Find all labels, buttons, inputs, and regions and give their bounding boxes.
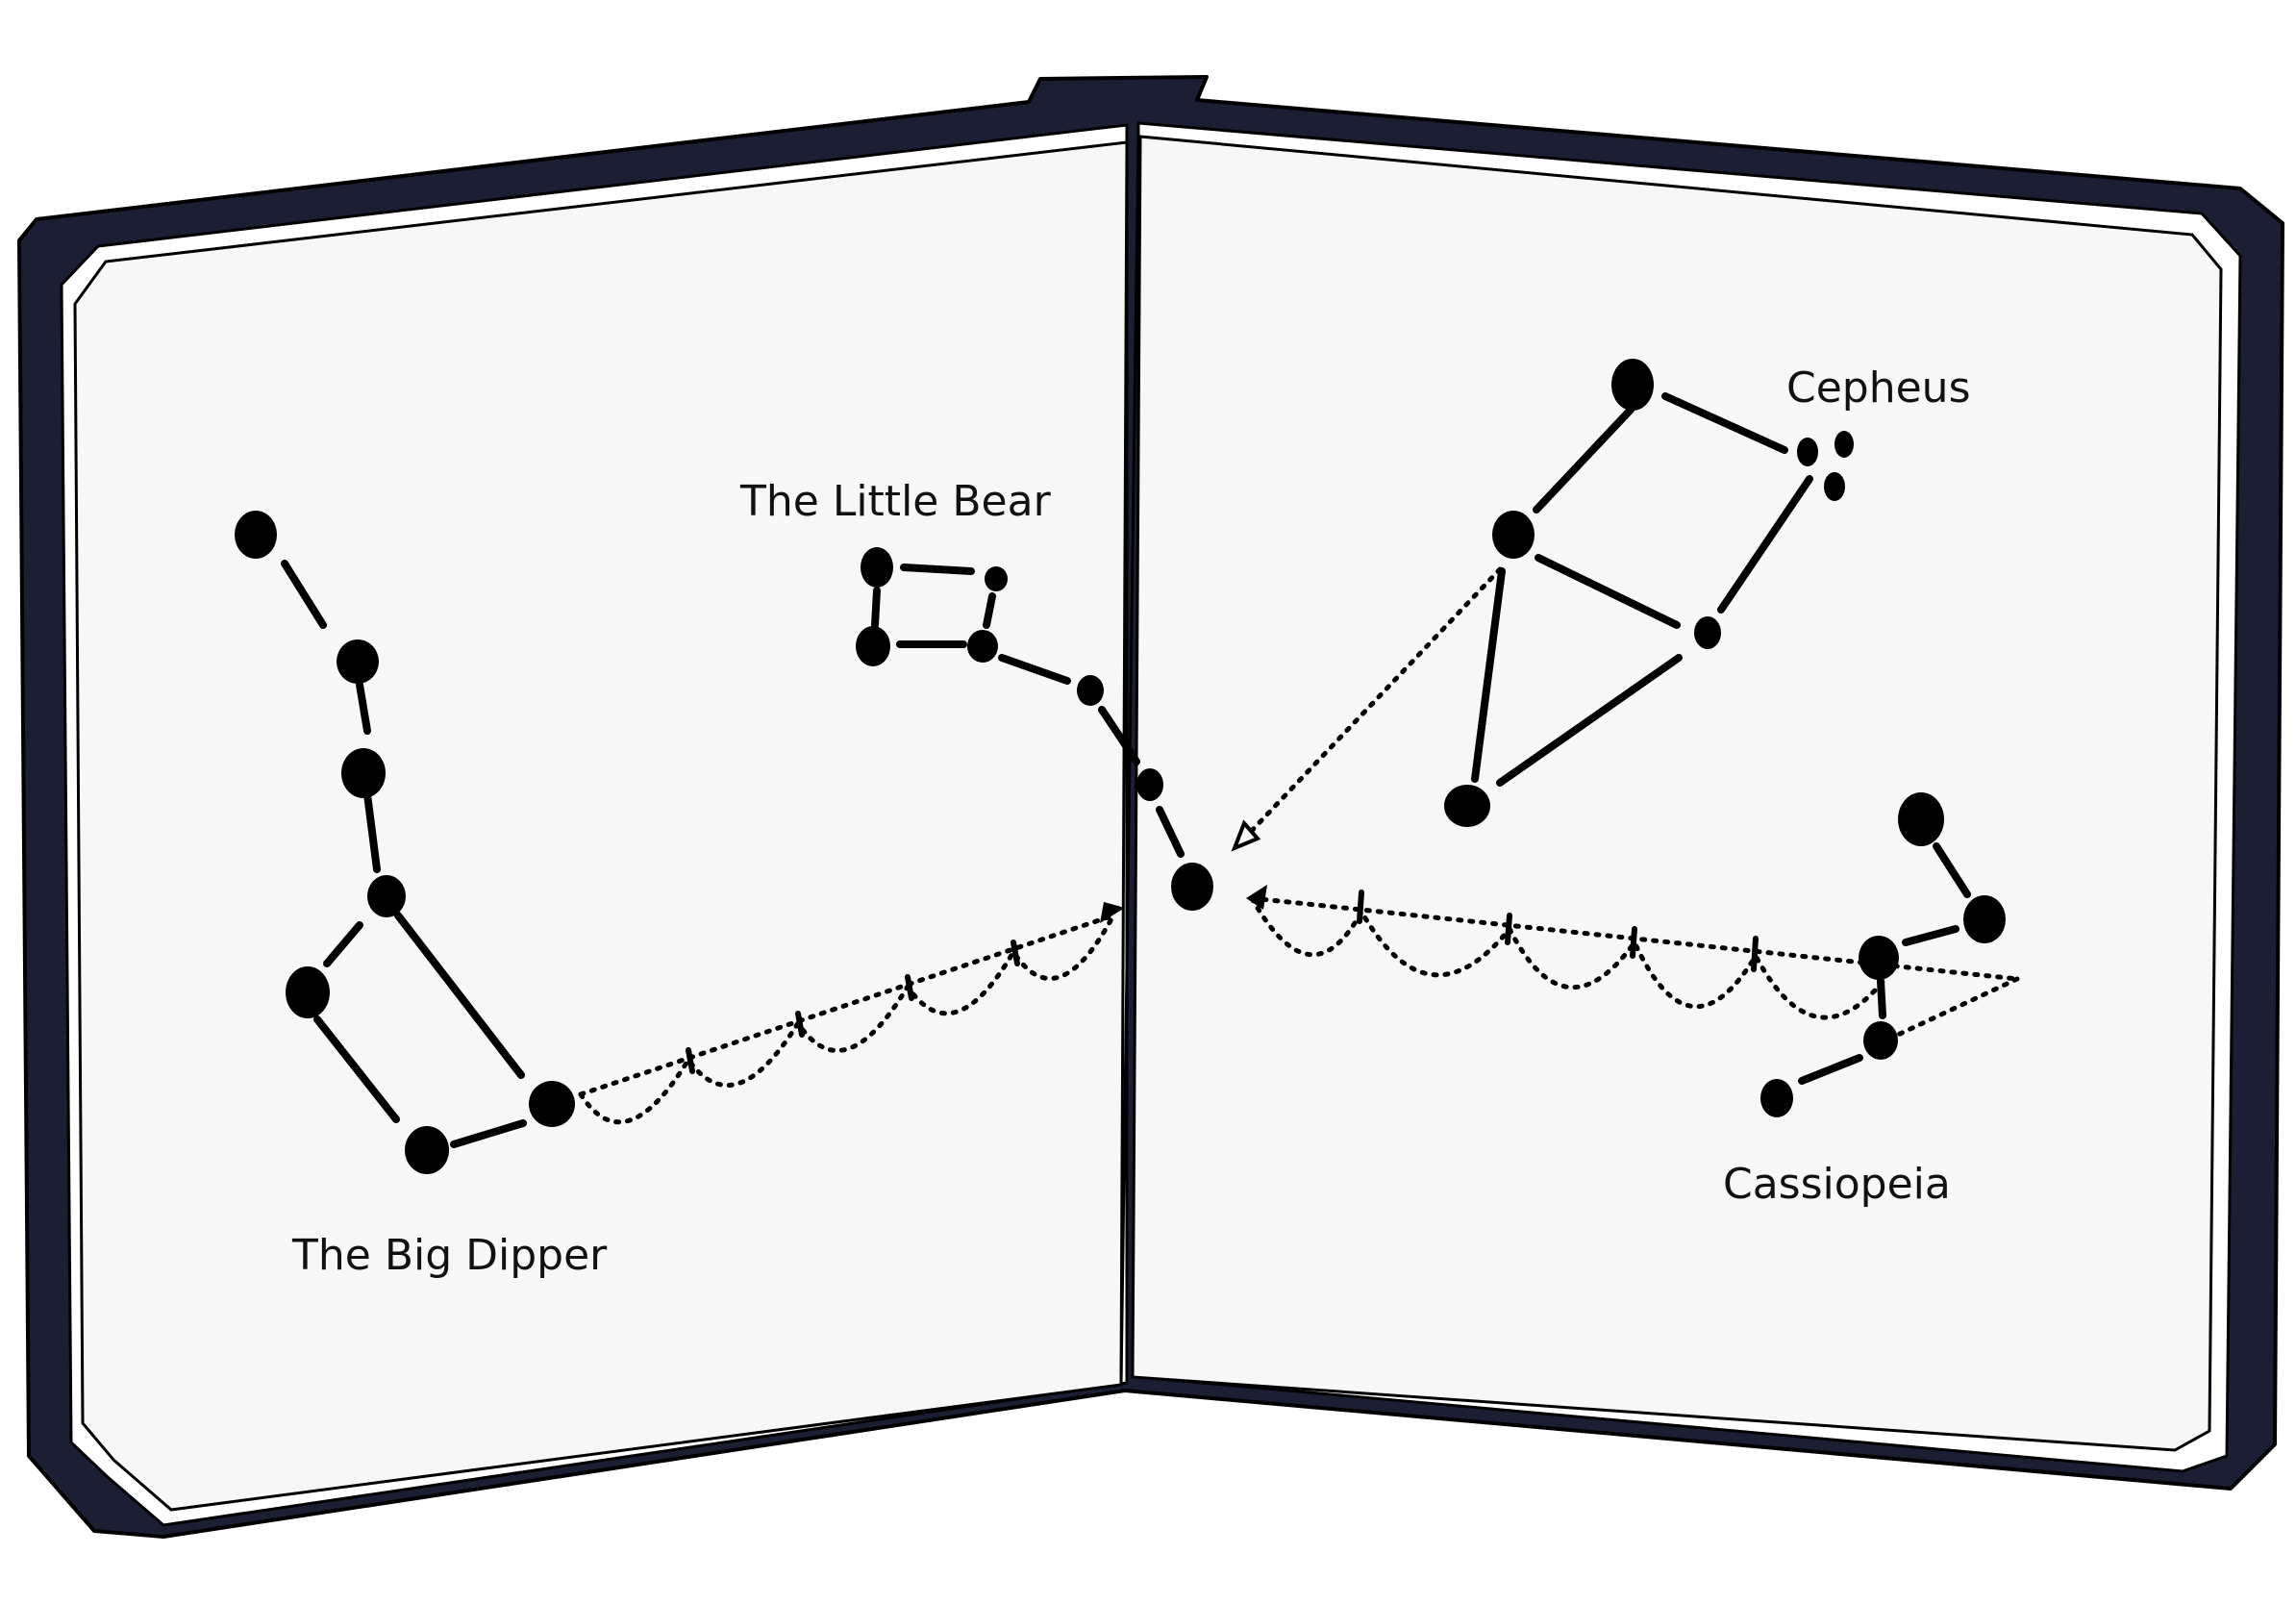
big-dipper-stars — [235, 511, 575, 1174]
constellation-line — [1496, 654, 1683, 787]
star — [367, 875, 406, 917]
left-page — [73, 140, 1129, 1512]
constellation-line — [1098, 706, 1140, 765]
tick-mark — [686, 1047, 695, 1074]
constellation-line — [281, 560, 327, 629]
star — [286, 966, 330, 1018]
constellation-line — [356, 681, 371, 735]
tick-mark — [1357, 890, 1364, 924]
star — [967, 630, 998, 663]
tick-mark — [795, 1011, 805, 1038]
label-cepheus: Cepheus — [1786, 363, 1971, 413]
constellation-line — [450, 1119, 527, 1148]
star — [529, 1081, 575, 1127]
constellation-line — [1535, 554, 1681, 629]
arrowhead-cassiopeia — [1246, 885, 1267, 910]
constellation-line — [363, 790, 381, 873]
cassiopeia-pointer-line-bottom — [1895, 976, 2020, 1038]
big-dipper-constellation — [281, 560, 527, 1148]
cepheus-stars — [1444, 359, 1854, 827]
star — [861, 547, 893, 588]
star — [1444, 785, 1490, 827]
constellation-line — [1717, 475, 1813, 614]
constellation-line — [323, 921, 363, 967]
tick-mark — [1505, 913, 1512, 945]
star — [1863, 1021, 1898, 1060]
star — [1797, 438, 1818, 466]
tick-mark — [905, 974, 914, 1001]
label-little-bear: The Little Bear — [739, 477, 1052, 526]
constellation-line — [900, 564, 975, 575]
little-bear-constellation — [871, 564, 1185, 858]
book-spine-line — [1119, 136, 1140, 1386]
arrowheads — [1100, 819, 1267, 923]
star — [341, 748, 386, 798]
star — [1963, 895, 2006, 943]
constellation-line — [1877, 977, 1886, 1019]
hop-tick-marks — [686, 890, 1759, 1074]
constellation-line — [1798, 1054, 1863, 1085]
star — [1760, 1079, 1793, 1117]
constellation-line — [1902, 925, 1959, 946]
constellation-line — [1533, 406, 1635, 514]
star — [1898, 792, 1944, 846]
label-cassiopeia: Cassiopeia — [1723, 1160, 1951, 1209]
cepheus-constellation — [1471, 392, 1813, 787]
star — [337, 639, 379, 684]
star — [985, 566, 1008, 591]
star — [1859, 936, 1899, 980]
constellation-line — [998, 654, 1071, 685]
constellation-line — [871, 587, 881, 629]
constellation-line — [983, 592, 996, 629]
right-page — [1131, 135, 2223, 1452]
constellation-line — [313, 1015, 400, 1123]
little-bear-stars — [856, 547, 1213, 911]
open-book — [17, 75, 2284, 1539]
cassiopeia-hop-loops — [1249, 895, 1889, 1020]
cassiopeia-constellation — [1798, 842, 1971, 1085]
cepheus-pointer-line — [1243, 566, 1503, 840]
star — [856, 626, 890, 666]
arrowhead-cepheus — [1231, 819, 1261, 852]
cassiopeia-stars — [1760, 792, 2006, 1117]
star — [1077, 675, 1104, 706]
arrowhead-big-dipper — [1100, 902, 1125, 923]
constellation-line — [1661, 392, 1788, 454]
big-dipper-hop-loops — [578, 913, 1116, 1125]
star — [1694, 616, 1721, 649]
constellation-line — [1933, 842, 1971, 898]
tick-mark — [1751, 936, 1759, 972]
star — [235, 511, 277, 559]
star — [1824, 472, 1845, 501]
star — [1136, 768, 1163, 801]
constellation-line — [1471, 567, 1506, 783]
star — [1171, 863, 1213, 911]
star — [1834, 431, 1854, 458]
constellation-line — [394, 912, 525, 1079]
tick-mark — [1011, 940, 1020, 966]
label-big-dipper: The Big Dipper — [291, 1231, 608, 1280]
star — [1611, 359, 1654, 411]
tick-mark — [1630, 926, 1637, 959]
big-dipper-pointer-line — [578, 913, 1116, 1097]
star — [1492, 511, 1535, 559]
star — [405, 1126, 449, 1174]
constellation-line — [1156, 806, 1185, 858]
